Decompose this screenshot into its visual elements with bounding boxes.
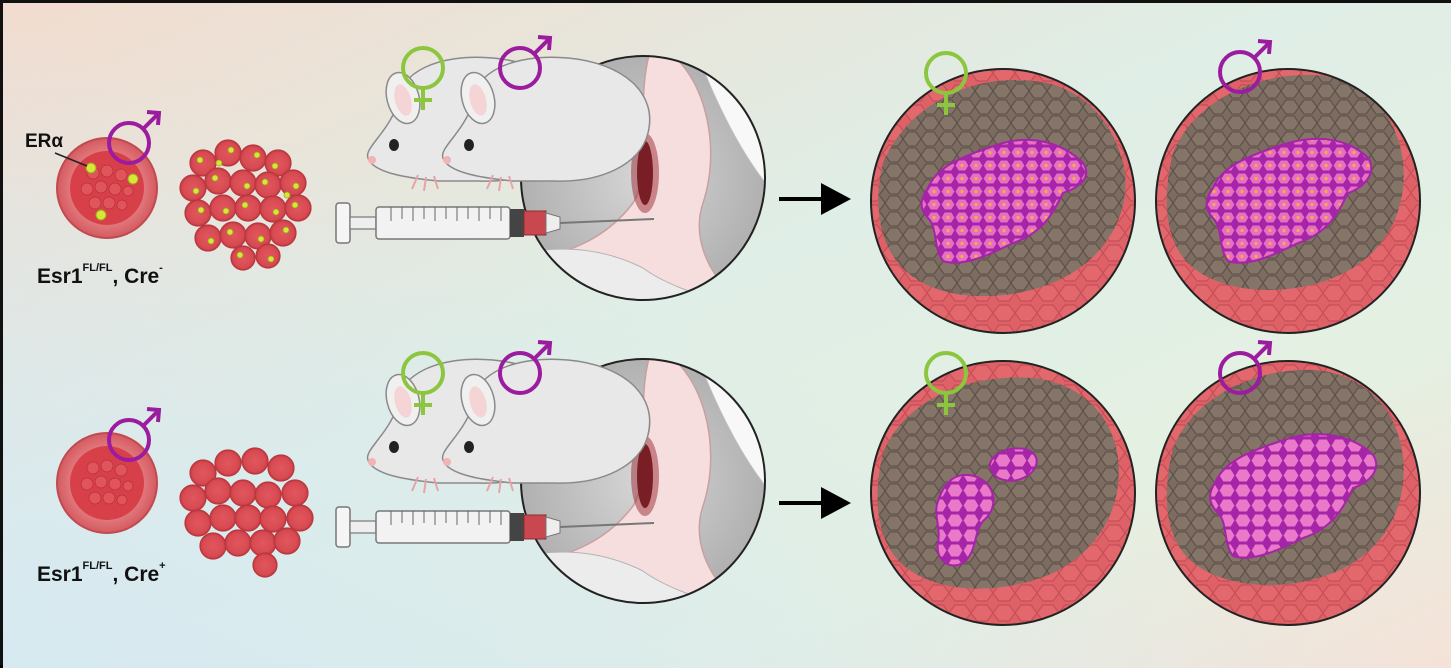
tumor-section-male-cre-pos [1155, 360, 1421, 626]
genotype-label-cre-positive: Esr1FL/FL, Cre+ [37, 560, 166, 586]
arrow-right-icon [779, 487, 851, 519]
genotype-label-cre-negative: Esr1FL/FL, Cre- [37, 262, 163, 288]
arrow-right-icon [779, 183, 851, 215]
graphical-abstract [3, 3, 1451, 668]
era-negative-cell [56, 432, 158, 534]
tumor-section-female-cre-pos [870, 360, 1136, 626]
era-dot [127, 173, 139, 185]
era-positive-cell [54, 137, 158, 239]
tumor-section-female-cre-neg [870, 68, 1136, 334]
era-label: ERα [25, 131, 64, 152]
era-pointer-line [54, 152, 88, 167]
era-dot [85, 162, 97, 174]
era-dot [95, 209, 107, 221]
era-negative-cell-cluster [179, 447, 314, 578]
era-positive-cell-cluster [179, 139, 312, 271]
tumor-section-male-cre-neg [1155, 68, 1421, 334]
